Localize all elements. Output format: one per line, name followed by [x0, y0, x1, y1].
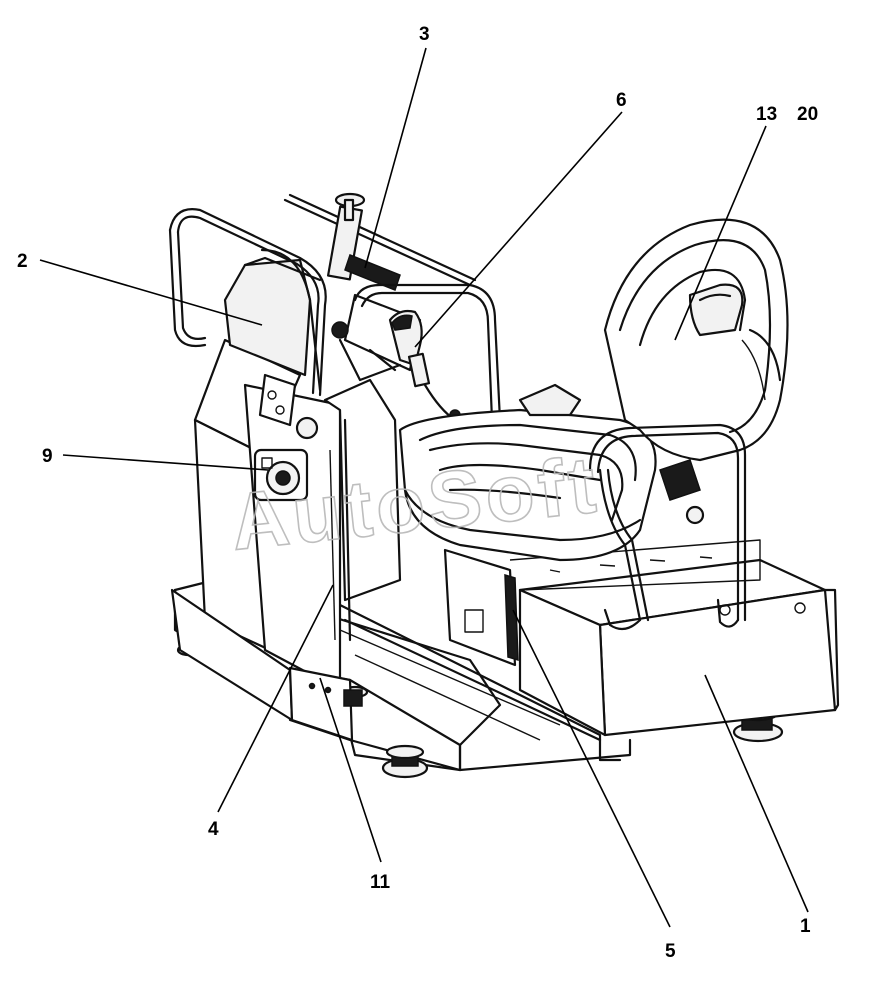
leader-line-13 — [674, 125, 767, 341]
seat-armrest-rails — [588, 423, 747, 631]
leader-line-4 — [217, 584, 334, 813]
front-kick-plate — [170, 588, 363, 742]
callout-labels: 1 2 3 4 5 6 9 11 13 20 — [17, 24, 818, 962]
callout-11: 11 — [370, 872, 391, 893]
leader-line-2 — [39, 259, 263, 326]
leader-line-3 — [364, 47, 427, 269]
callout-2: 2 — [17, 251, 28, 272]
callout-20: 20 — [797, 104, 818, 125]
left-guard-rail — [168, 208, 327, 397]
callout-4: 4 — [208, 819, 219, 840]
leader-lines — [39, 47, 809, 928]
callout-5: 5 — [665, 941, 676, 962]
leader-line-5 — [512, 609, 671, 928]
leader-line-9 — [62, 454, 269, 471]
seat-base-box — [518, 558, 840, 737]
left-console-housing — [193, 338, 402, 692]
callout-1: 1 — [800, 916, 811, 937]
leader-line-11 — [319, 677, 382, 863]
operator-seat-backrest — [603, 218, 789, 462]
callout-9: 9 — [42, 446, 53, 467]
steering-column — [283, 192, 477, 382]
callout-6: 6 — [616, 90, 627, 111]
callout-3: 3 — [419, 24, 430, 45]
leader-line-6 — [414, 111, 623, 348]
operator-seat-cushion — [398, 383, 657, 562]
callout-13: 13 — [756, 104, 777, 125]
leader-line-1 — [704, 674, 809, 913]
